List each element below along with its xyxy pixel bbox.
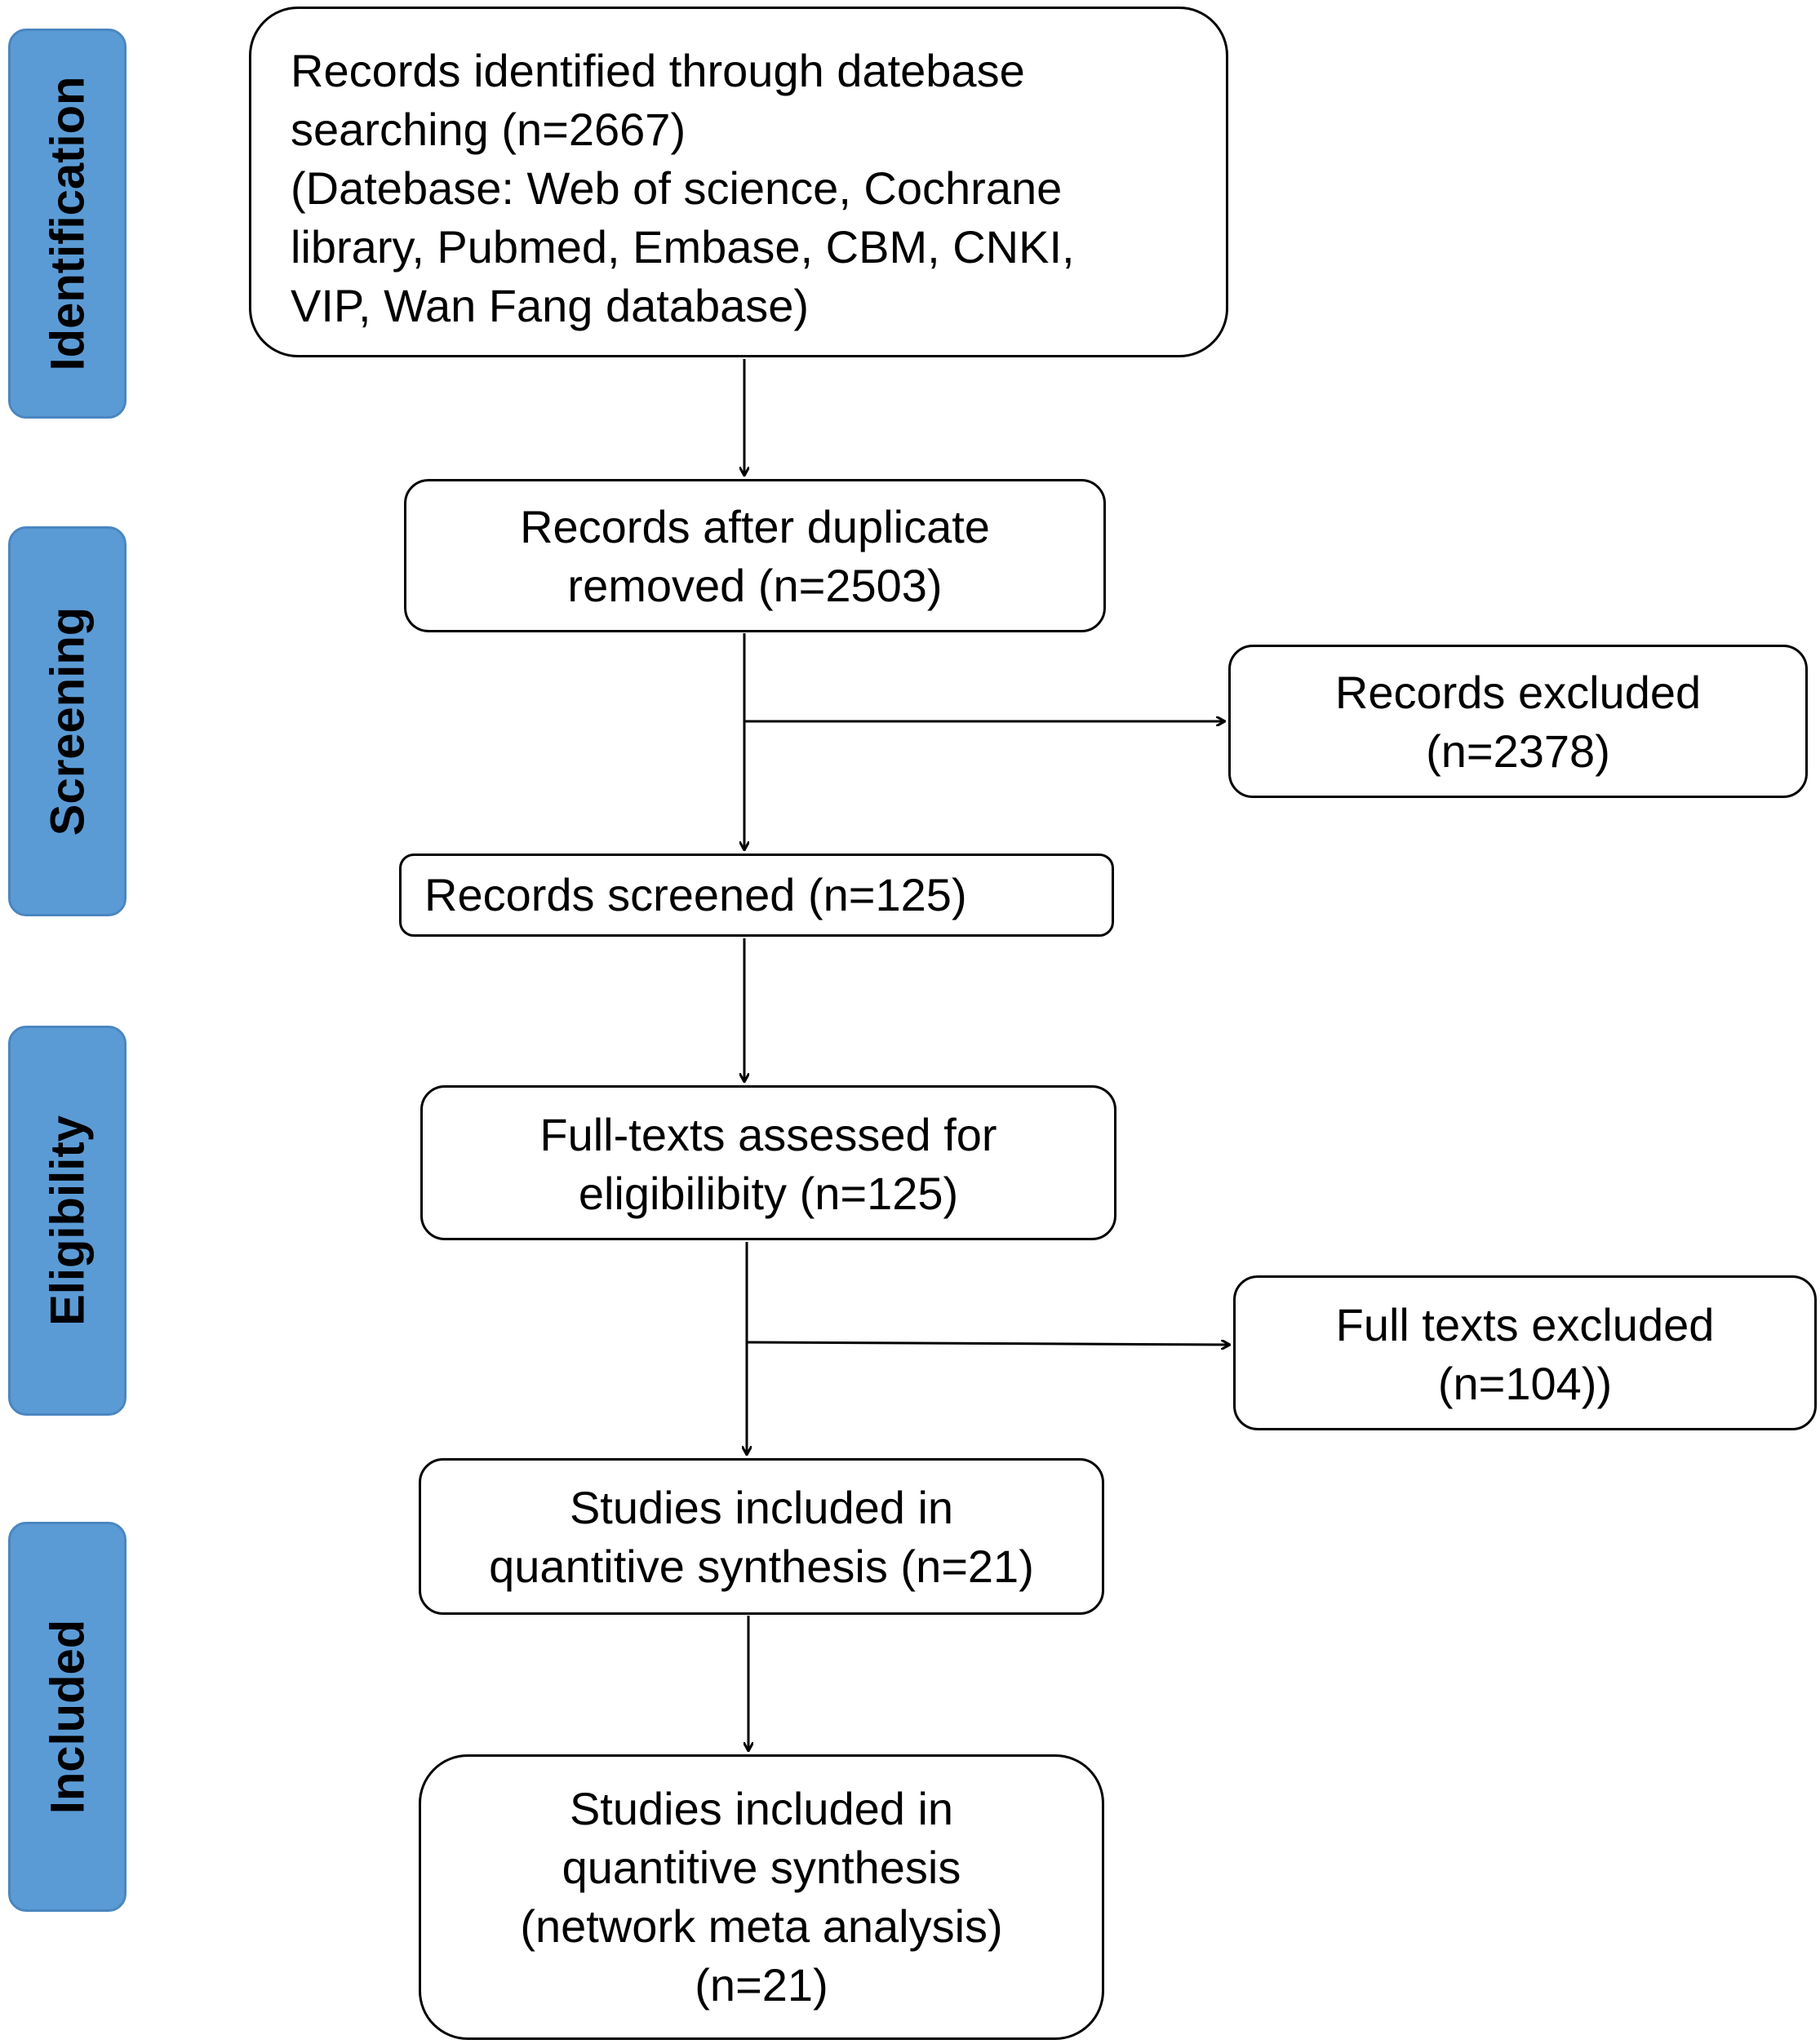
box-line: Studies included in: [569, 1482, 954, 1533]
box-records-screened: Records screened (n=125): [399, 854, 1114, 937]
box-records-identified: Records identified through datebase sear…: [249, 7, 1228, 357]
box-line: Records after duplicate: [520, 501, 990, 552]
arrow-to-fulltext-excluded: [746, 1342, 1229, 1345]
stage-identification: Identification: [8, 29, 127, 419]
box-line: Records screened (n=125): [424, 869, 967, 920]
stage-screening: Screening: [8, 526, 127, 916]
box-fulltext-assessed: Full-texts assessed for eligibilibity (n…: [420, 1085, 1116, 1240]
box-line: quantitive synthesis: [562, 1842, 961, 1893]
box-line: Records identified through datebase: [291, 45, 1025, 96]
box-studies-included-nma: Studies included in quantitive synthesis…: [419, 1754, 1104, 2040]
box-records-excluded: Records excluded (n=2378): [1228, 645, 1808, 798]
box-studies-included: Studies included in quantitive synthesis…: [419, 1458, 1104, 1615]
box-line: quantitive synthesis (n=21): [489, 1541, 1034, 1592]
box-line: (network meta analysis): [520, 1900, 1003, 1952]
stage-eligibility: Eligibility: [8, 1026, 127, 1416]
box-line: removed (n=2503): [567, 560, 943, 611]
box-fulltext-excluded: Full texts excluded (n=104)): [1233, 1275, 1817, 1430]
box-line: (Datebase: Web of science, Cochrane: [291, 162, 1063, 214]
box-line: VIP, Wan Fang database): [291, 280, 810, 331]
box-line: (n=104)): [1437, 1358, 1613, 1409]
box-line: Records excluded: [1334, 667, 1702, 718]
box-duplicates-removed: Records after duplicate removed (n=2503): [404, 479, 1106, 632]
box-line: Full texts excluded: [1335, 1299, 1715, 1350]
box-line: Studies included in: [569, 1783, 954, 1834]
box-line: searching (n=2667): [291, 104, 686, 155]
box-line: (n=21): [695, 1959, 828, 2011]
box-line: library, Pubmed, Embase, CBM, CNKI,: [291, 221, 1075, 273]
box-line: eligibilibity (n=125): [578, 1168, 959, 1219]
stage-included: Included: [8, 1522, 127, 1912]
box-line: Full-texts assessed for: [539, 1109, 997, 1160]
box-line: (n=2378): [1426, 725, 1610, 777]
